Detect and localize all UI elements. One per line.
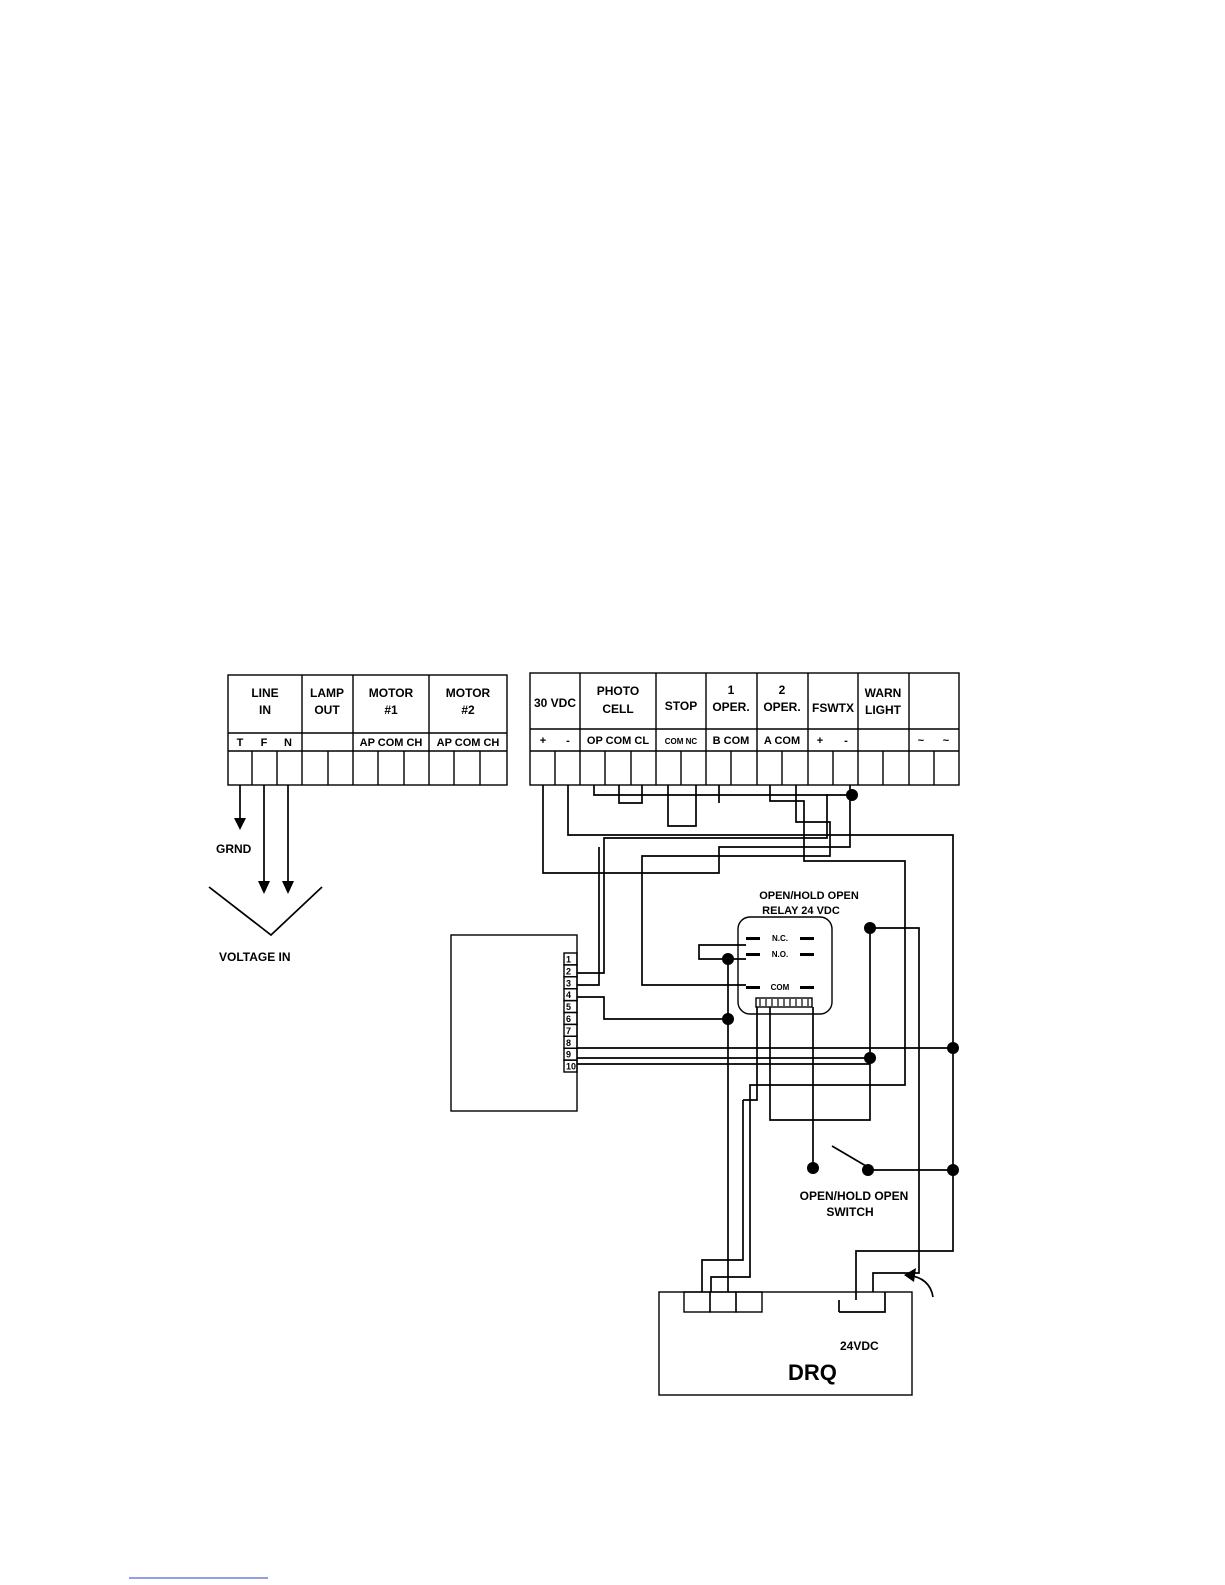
30vdc-header: 30 VDC	[534, 696, 576, 710]
drq-box: 24VDC DRQ	[659, 1268, 933, 1395]
photo-cell-header-2: CELL	[602, 702, 633, 716]
motor1-header-2: #1	[384, 703, 398, 717]
photo-cell-header-1: PHOTO	[597, 684, 639, 698]
fswtx-minus: -	[844, 735, 848, 747]
switch-label-1: OPEN/HOLD OPEN	[800, 1189, 909, 1203]
grnd-arrow	[234, 818, 246, 830]
30vdc-plus: +	[540, 735, 546, 747]
grnd-label: GRND	[216, 842, 252, 856]
switch-label-2: SWITCH	[826, 1205, 873, 1219]
connector-pin: 6	[564, 1013, 577, 1025]
oper1-header-2: OPER.	[712, 700, 749, 714]
photo-cell-terminals: OP COM CL	[587, 735, 649, 747]
line-in-terminal-n: N	[284, 737, 292, 749]
line-in-header-1: LINE	[251, 686, 278, 700]
voltage-in-v-symbol	[209, 887, 322, 935]
motor1-header-1: MOTOR	[369, 686, 414, 700]
svg-text:1: 1	[566, 955, 571, 965]
oper2-header-2: OPER.	[763, 700, 800, 714]
relay-body	[738, 917, 832, 1014]
f-arrow	[258, 881, 270, 894]
svg-text:10: 10	[566, 1062, 576, 1072]
stop-terminals: COM NC	[665, 737, 698, 746]
n-arrow	[282, 881, 294, 894]
relay-no-label: N.O.	[772, 950, 788, 959]
connector-pin: 8	[564, 1036, 577, 1048]
device-box: 12 3 4 5 6 7 8 9 10	[451, 935, 577, 1111]
oper1-header-1: 1	[728, 683, 735, 697]
connector-pin: 7	[564, 1024, 577, 1036]
drq-label: DRQ	[788, 1360, 837, 1385]
oper1-terminals: B COM	[713, 735, 750, 747]
relay: OPEN/HOLD OPEN RELAY 24 VDC N.C. N.O. CO…	[738, 890, 859, 1014]
connector-pin: 2	[564, 965, 577, 977]
stop-header: STOP	[665, 699, 697, 713]
relay-nc-label: N.C.	[772, 934, 788, 943]
voltage-in-label: VOLTAGE IN	[219, 950, 291, 964]
ac-terminal-2: ~	[943, 735, 950, 747]
connector-pin: 1	[564, 953, 577, 965]
open-hold-switch: OPEN/HOLD OPEN SWITCH	[800, 1146, 909, 1219]
oper2-header-1: 2	[779, 683, 786, 697]
ac-terminal-1: ~	[918, 735, 925, 747]
svg-text:4: 4	[566, 990, 571, 1000]
lamp-out-header-2: OUT	[314, 703, 340, 717]
connector-pin: 3	[564, 977, 577, 989]
relay-title-1: OPEN/HOLD OPEN	[759, 890, 859, 902]
svg-text:6: 6	[566, 1014, 571, 1024]
fswtx-plus: +	[817, 735, 823, 747]
svg-text:9: 9	[566, 1050, 571, 1060]
motor1-terminals: AP COM CH	[360, 737, 423, 749]
svg-text:3: 3	[566, 978, 571, 988]
oper2-terminals: A COM	[764, 735, 800, 747]
connector-pin: 5	[564, 1001, 577, 1013]
wiring	[543, 785, 953, 1300]
warn-light-header-1: WARN	[865, 686, 902, 700]
30vdc-minus: -	[566, 735, 570, 747]
line-in-terminal-f: F	[261, 737, 268, 749]
svg-text:8: 8	[566, 1038, 571, 1048]
switch-blade	[832, 1146, 866, 1166]
connector-pin: 10	[564, 1060, 577, 1072]
motor2-terminals: AP COM CH	[437, 737, 500, 749]
fswtx-header: FSWTX	[812, 701, 854, 715]
line-in-header-2: IN	[259, 703, 271, 717]
svg-text:7: 7	[566, 1026, 571, 1036]
drq-voltage-label: 24VDC	[840, 1339, 879, 1353]
line-in-terminal-t: T	[237, 737, 244, 749]
relay-com-label: COM	[771, 983, 790, 992]
connector-pin: 9	[564, 1048, 577, 1060]
svg-text:2: 2	[566, 966, 571, 976]
motor2-header-1: MOTOR	[446, 686, 491, 700]
right-terminal-block: 30 VDC PHOTO CELL STOP 1 OPER. 2 OPER. F…	[530, 673, 959, 785]
warn-light-header-2: LIGHT	[865, 703, 902, 717]
relay-title-2: RELAY 24 VDC	[762, 905, 840, 917]
left-terminal-block: LINE IN LAMP OUT MOTOR #1 MOTOR #2 T F N…	[228, 675, 507, 785]
connector-pin: 4	[564, 989, 577, 1001]
lamp-out-header-1: LAMP	[310, 686, 344, 700]
svg-text:5: 5	[566, 1002, 571, 1012]
voltage-in-group: GRND VOLTAGE IN	[209, 785, 322, 964]
motor2-header-2: #2	[461, 703, 475, 717]
